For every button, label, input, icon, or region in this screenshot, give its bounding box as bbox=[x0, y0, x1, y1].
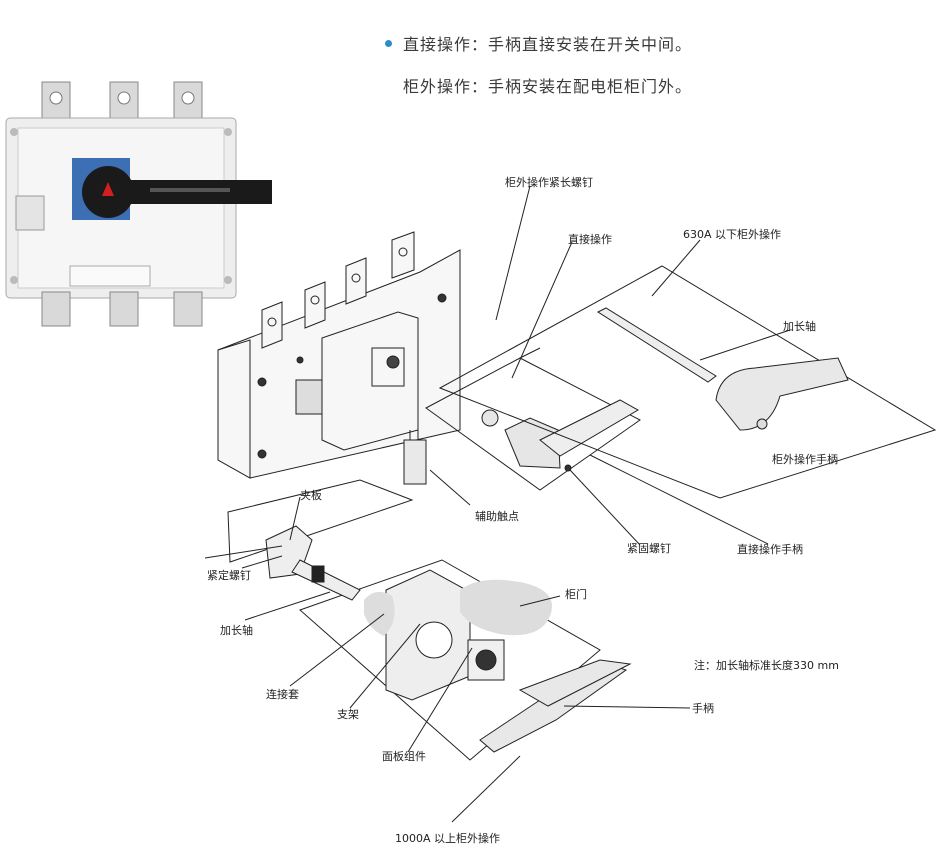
leader-lines bbox=[204, 185, 791, 823]
switch-photo bbox=[5, 81, 272, 327]
header-line-external: 柜外操作：手柄安装在配电柜柜门外。 bbox=[403, 77, 693, 96]
label-screw-long: 柜外操作紧长螺钉 bbox=[505, 176, 593, 189]
label-direct-op: 直接操作 bbox=[568, 233, 612, 246]
label-coupling: 连接套 bbox=[266, 688, 299, 701]
direct-op-group bbox=[425, 347, 641, 491]
bullet-dot bbox=[385, 40, 392, 47]
label-panel: 面板组件 bbox=[382, 750, 426, 763]
label-aux-contact: 辅助触点 bbox=[475, 510, 519, 523]
label-cabinet-door: 柜门 bbox=[565, 588, 587, 601]
label-below-630: 630A 以下柜外操作 bbox=[683, 228, 782, 241]
label-bracket: 支架 bbox=[337, 708, 359, 721]
header-line-direct: 直接操作：手柄直接安装在开关中间。 bbox=[403, 35, 693, 54]
label-handle: 手柄 bbox=[692, 702, 714, 715]
label-note: 注：加长轴标准长度330 mm bbox=[694, 659, 839, 672]
label-ext-shaft-top: 加长轴 bbox=[783, 320, 816, 333]
label-fix-screw: 紧固螺钉 bbox=[627, 542, 671, 555]
label-above-1000: 1000A 以上柜外操作 bbox=[395, 832, 501, 845]
above-1000-group bbox=[227, 479, 632, 761]
label-clamp: 夹板 bbox=[300, 489, 322, 502]
label-ext-handle: 柜外操作手柄 bbox=[772, 453, 838, 466]
label-set-screw: 紧定螺钉 bbox=[207, 569, 251, 582]
label-ext-shaft-bottom: 加长轴 bbox=[220, 624, 253, 637]
aux-contact-drawing bbox=[403, 430, 427, 485]
switch-body-drawing bbox=[217, 231, 461, 479]
label-direct-handle: 直接操作手柄 bbox=[737, 543, 803, 556]
below-630-group bbox=[438, 265, 937, 499]
